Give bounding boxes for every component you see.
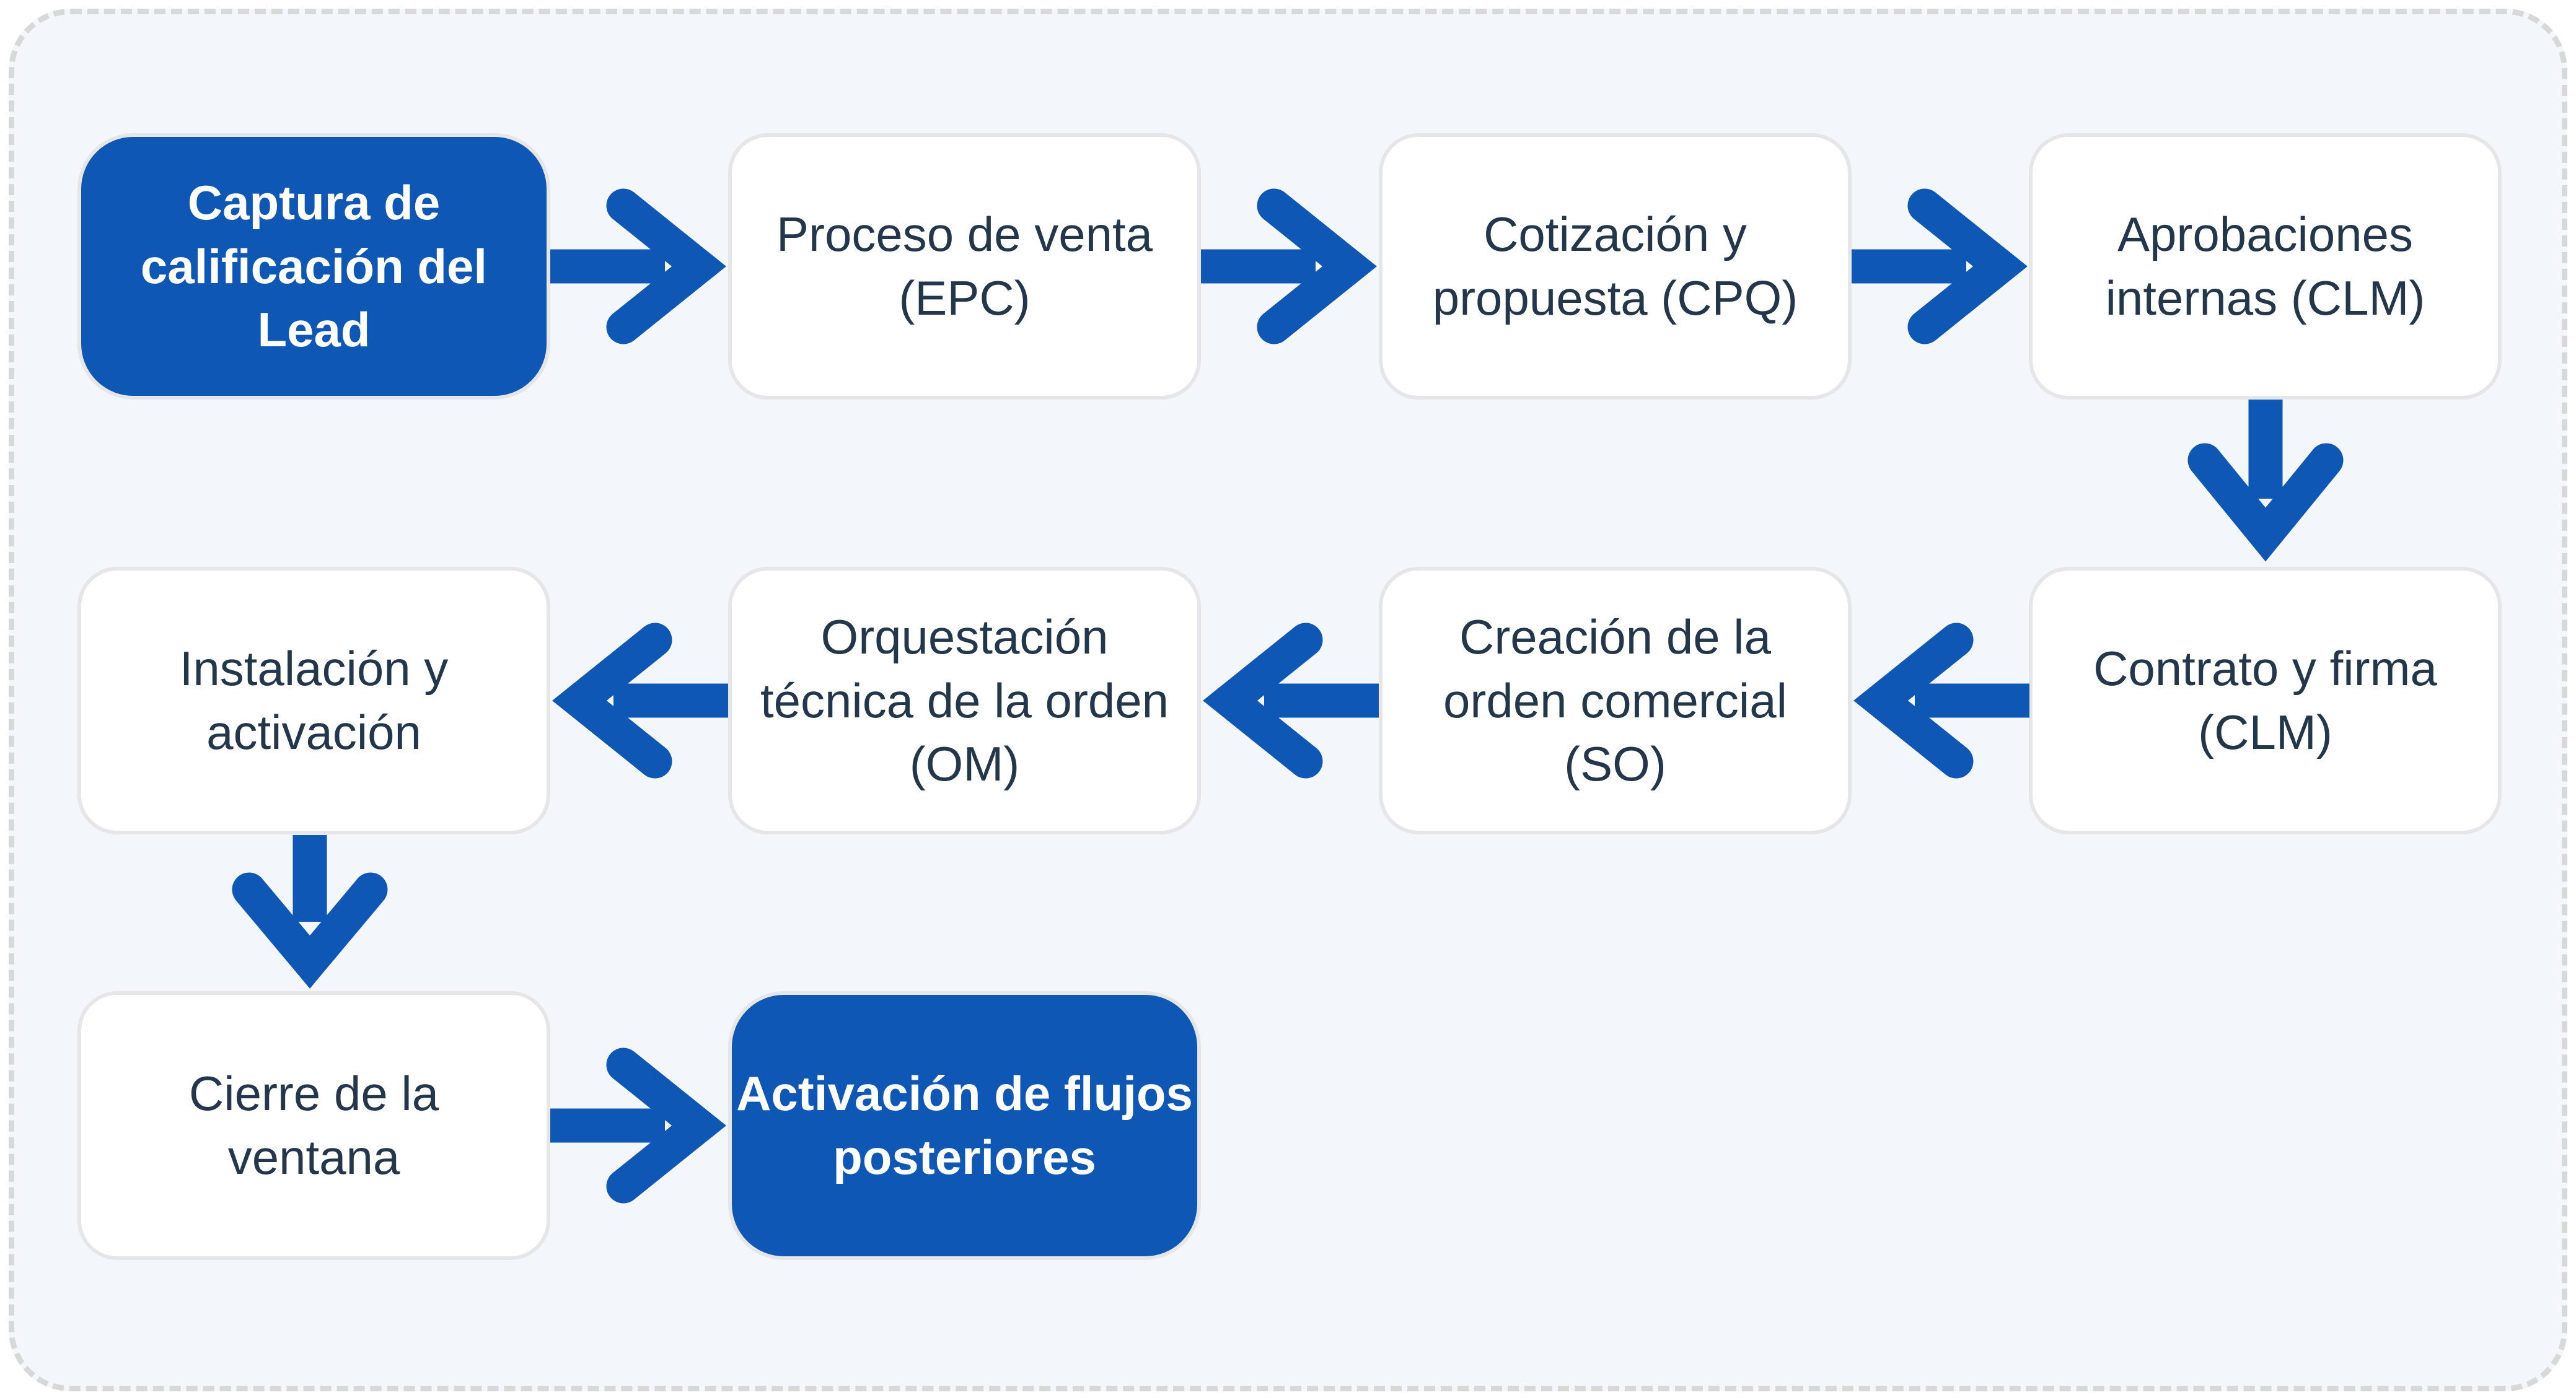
node-label: Aprobaciones internas (CLM) bbox=[2105, 207, 2425, 325]
arrow-right-icon bbox=[550, 1048, 726, 1204]
node-label: Cierre de la ventana bbox=[188, 1066, 439, 1184]
node-label: Contrato y firma (CLM) bbox=[2093, 641, 2437, 759]
node-label: Proceso de venta (EPC) bbox=[776, 207, 1153, 325]
arrow-left-icon bbox=[552, 623, 728, 779]
node-cotizacion-propuesta: Cotización y propuesta (CPQ) bbox=[1379, 133, 1852, 400]
node-activacion-flujos: Activación de flujos posteriores bbox=[728, 991, 1201, 1260]
arrow-down-icon bbox=[232, 835, 388, 989]
node-captura-lead: Captura de calificación del Lead bbox=[77, 133, 550, 400]
node-orquestacion-tecnica: Orquestación técnica de la orden (OM) bbox=[728, 567, 1201, 834]
arrow-left-icon bbox=[1853, 623, 2029, 779]
node-proceso-venta: Proceso de venta (EPC) bbox=[728, 133, 1201, 400]
node-creacion-orden: Creación de la orden comercial (SO) bbox=[1379, 567, 1852, 834]
node-label: Cotización y propuesta (CPQ) bbox=[1432, 207, 1798, 325]
arrow-right-icon bbox=[1201, 188, 1377, 344]
arrow-down-icon bbox=[2187, 400, 2344, 562]
node-label: Creación de la orden comercial (SO) bbox=[1443, 609, 1787, 792]
arrow-right-icon bbox=[1852, 188, 2028, 344]
arrow-right-icon bbox=[550, 188, 726, 344]
node-instalacion-activacion: Instalación y activación bbox=[77, 567, 550, 834]
node-label: Captura de calificación del Lead bbox=[140, 175, 488, 357]
node-aprobaciones-internas: Aprobaciones internas (CLM) bbox=[2029, 133, 2502, 400]
node-label: Orquestación técnica de la orden (OM) bbox=[760, 609, 1169, 792]
node-contrato-firma: Contrato y firma (CLM) bbox=[2029, 567, 2502, 834]
node-label: Instalación y activación bbox=[179, 641, 449, 759]
node-label: Activación de flujos posteriores bbox=[736, 1066, 1193, 1184]
arrow-left-icon bbox=[1203, 623, 1379, 779]
node-cierre-ventana: Cierre de la ventana bbox=[77, 991, 550, 1260]
